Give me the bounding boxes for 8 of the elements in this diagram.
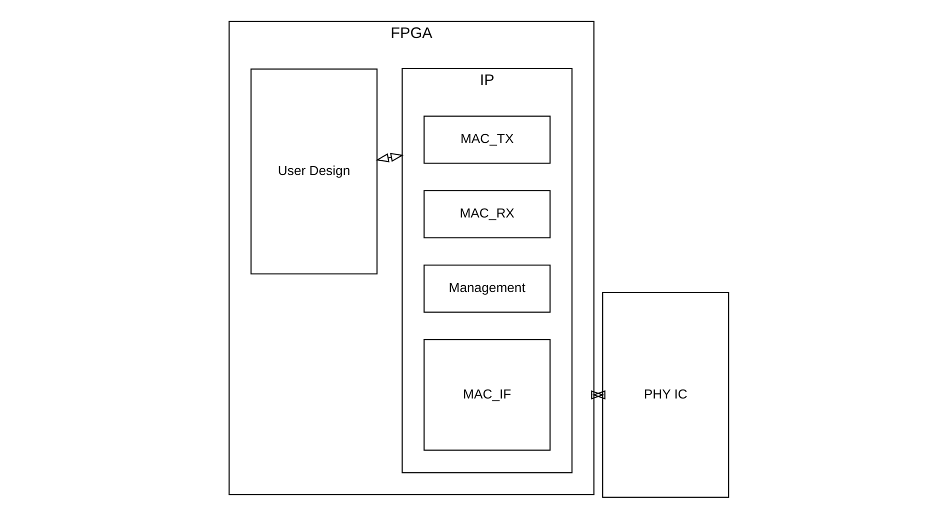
arrow [375, 152, 404, 162]
node-box: User Design [250, 68, 378, 274]
node-box: MAC_RX [423, 190, 550, 238]
arrow [590, 390, 605, 400]
node-box: MAC_TX [423, 116, 550, 164]
node-box: Management [423, 264, 550, 313]
node-box: PHY IC [602, 292, 729, 498]
node-box: MAC_IF [423, 339, 550, 451]
